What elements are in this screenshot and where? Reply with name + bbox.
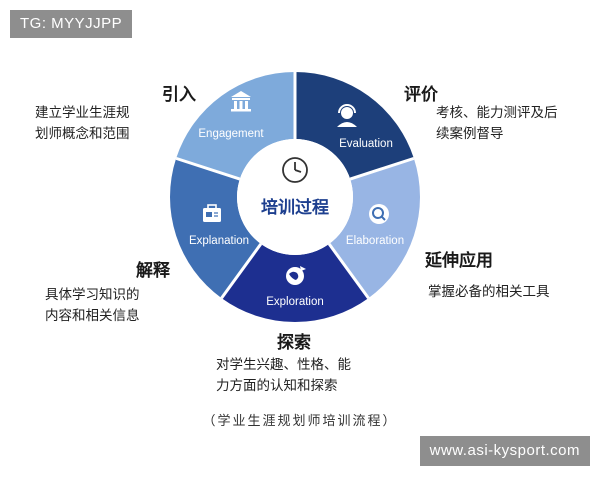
watermark-bottom-right: www.asi-kysport.com bbox=[419, 436, 590, 466]
diagram-caption: （学业生涯规划师培训流程） bbox=[202, 414, 398, 429]
clock-icon bbox=[282, 157, 308, 183]
segment-label-elaboration: Elaboration bbox=[346, 235, 404, 247]
engagement-line-1: 建立学业生涯规 bbox=[35, 105, 130, 121]
segment-label-exploration: Exploration bbox=[266, 296, 324, 308]
segment-separator bbox=[349, 156, 415, 181]
explanation-description: 具体学习知识的 内容和相关信息 bbox=[45, 285, 140, 327]
engagement-description: 建立学业生涯规 划师概念和范围 bbox=[35, 103, 130, 145]
evaluation-line-1: 考核、能力测评及后 bbox=[436, 105, 558, 121]
globe-plane-icon bbox=[286, 266, 306, 285]
segment-label-engagement: Engagement bbox=[198, 128, 264, 140]
explanation-line-1: 具体学习知识的 bbox=[45, 287, 140, 303]
watermark-top-left: TG: MYYJJPP bbox=[10, 10, 133, 38]
segment-separator bbox=[220, 243, 263, 300]
elaboration-title: 延伸应用 bbox=[425, 251, 493, 271]
exploration-line-2: 力方面的认知和探索 bbox=[216, 378, 338, 394]
person-headset-icon bbox=[337, 104, 357, 127]
wheel-segment-elaboration bbox=[329, 158, 420, 299]
exploration-line-1: 对学生兴趣、性格、能 bbox=[216, 357, 351, 373]
wheel-segment-engagement bbox=[176, 72, 295, 180]
engagement-title: 引入 bbox=[162, 85, 196, 105]
segment-label-explanation: Explanation bbox=[189, 235, 249, 247]
segment-separator bbox=[175, 156, 241, 181]
wheel-center-circle bbox=[237, 139, 353, 255]
wheel-segments bbox=[170, 72, 420, 322]
explanation-line-2: 内容和相关信息 bbox=[45, 308, 140, 324]
bank-building-icon bbox=[231, 91, 251, 112]
exploration-title: 探索 bbox=[277, 333, 311, 353]
segment-label-evaluation: Evaluation bbox=[339, 138, 393, 150]
exploration-description: 对学生兴趣、性格、能 力方面的认知和探索 bbox=[216, 355, 351, 397]
evaluation-title: 评价 bbox=[404, 85, 438, 105]
elaboration-line-1: 掌握必备的相关工具 bbox=[428, 284, 550, 300]
elaboration-description: 掌握必备的相关工具 bbox=[428, 282, 550, 303]
search-magnifier-icon bbox=[369, 204, 389, 224]
evaluation-description: 考核、能力测评及后 续案例督导 bbox=[436, 103, 558, 145]
center-label: 培训过程 bbox=[261, 197, 329, 218]
explanation-title: 解释 bbox=[136, 261, 170, 281]
evaluation-line-2: 续案例督导 bbox=[436, 126, 504, 142]
document-briefcase-icon bbox=[203, 204, 221, 222]
wheel-separators bbox=[175, 72, 415, 300]
engagement-line-2: 划师概念和范围 bbox=[35, 126, 130, 142]
segment-separator bbox=[327, 243, 370, 300]
wheel-segment-explanation bbox=[170, 158, 261, 299]
